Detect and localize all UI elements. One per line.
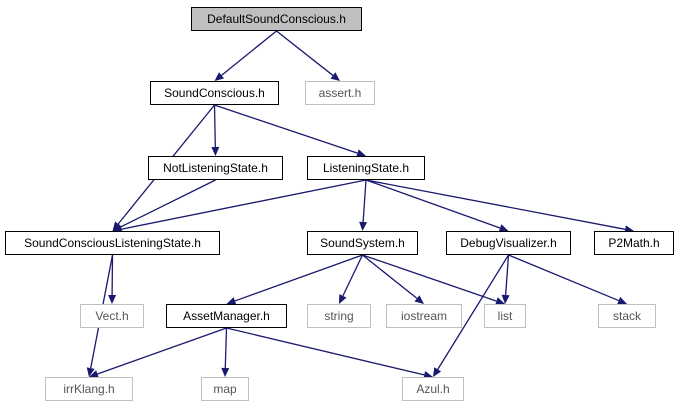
arrowhead-sound_system-to-iostream: [414, 295, 424, 304]
node-sound-system-h[interactable]: SoundSystem.h: [307, 231, 418, 255]
arrowhead-sc_listening_state-to-vect: [108, 294, 117, 304]
arrowhead-asset_manager-to-map: [221, 367, 230, 377]
arrowhead-debug_visualizer-to-stack: [617, 296, 627, 305]
arrowhead-debug_visualizer-to-list: [501, 294, 510, 304]
edge-sound_conscious-to-not_listening_state: [213, 104, 216, 148]
edge-debug_visualizer-to-azul: [437, 254, 510, 370]
arrowhead-sc_listening_state-to-irrklang: [86, 367, 95, 377]
node-vect-h[interactable]: Vect.h: [80, 304, 144, 328]
arrowhead-asset_manager-to-azul: [423, 371, 433, 379]
arrowhead-root-to-assert: [330, 72, 340, 81]
edge-asset_manager-to-irrklang: [97, 327, 227, 375]
node-assert-h[interactable]: assert.h: [305, 81, 375, 105]
edge-debug_visualizer-to-stack: [508, 254, 619, 302]
arrowhead-sound_system-to-string: [339, 294, 347, 304]
edge-sound_system-to-list: [362, 254, 497, 302]
arrowhead-root-to-sound_conscious: [214, 72, 225, 81]
edge-listening_state-to-p2math: [365, 179, 626, 230]
arrowhead-sound_conscious-to-not_listening_state: [211, 146, 220, 156]
edge-sound_system-to-asset_manager: [234, 254, 363, 302]
edge-not_listening_state-to-sc_listening_state: [120, 179, 216, 228]
node-azul-h[interactable]: Azul.h: [402, 377, 464, 401]
arrowhead-asset_manager-to-irrklang: [89, 370, 99, 378]
edge-listening_state-to-sc_listening_state: [121, 179, 367, 230]
edge-sound_system-to-iostream: [362, 254, 418, 299]
node-string[interactable]: string: [307, 304, 371, 328]
arrowhead-sound_system-to-list: [495, 297, 505, 305]
edge-asset_manager-to-azul: [226, 327, 425, 376]
node-list[interactable]: list: [484, 304, 526, 328]
node-map[interactable]: map: [201, 377, 249, 401]
arrowhead-listening_state-to-sound_system: [359, 221, 368, 231]
node-asset-manager-h[interactable]: AssetManager.h: [166, 304, 287, 328]
edge-listening_state-to-sound_system: [362, 179, 367, 223]
node-sound-conscious-listening-state-h[interactable]: SoundConsciousListeningState.h: [5, 231, 220, 255]
arrowhead-listening_state-to-debug_visualizer: [498, 224, 509, 232]
edge-sound_system-to-string: [342, 254, 364, 297]
arrowhead-sound_system-to-asset_manager: [226, 297, 237, 305]
node-listening-state-h[interactable]: ListeningState.h: [307, 156, 425, 180]
edge-listening_state-to-debug_visualizer: [365, 179, 501, 229]
edge-root-to-assert: [276, 30, 334, 76]
node-stack[interactable]: stack: [598, 304, 656, 328]
node-iostream[interactable]: iostream: [386, 304, 462, 328]
edge-asset_manager-to-map: [224, 327, 228, 369]
node-not-listening-state-h[interactable]: NotListeningState.h: [148, 156, 283, 180]
edge-debug_visualizer-to-list: [504, 254, 510, 296]
node-irrklang-h[interactable]: irrKlang.h: [45, 377, 133, 401]
arrowhead-debug_visualizer-to-azul: [433, 367, 442, 377]
node-p2math-h[interactable]: P2Math.h: [594, 231, 674, 255]
edge-sound_conscious-to-listening_state: [214, 104, 358, 154]
arrowhead-sound_conscious-to-listening_state: [356, 149, 366, 157]
edge-root-to-sound_conscious: [221, 30, 277, 76]
node-default-sound-conscious-h[interactable]: DefaultSoundConscious.h: [191, 7, 362, 31]
node-sound-conscious-h[interactable]: SoundConscious.h: [150, 81, 279, 105]
node-debug-visualizer-h[interactable]: DebugVisualizer.h: [446, 231, 571, 255]
